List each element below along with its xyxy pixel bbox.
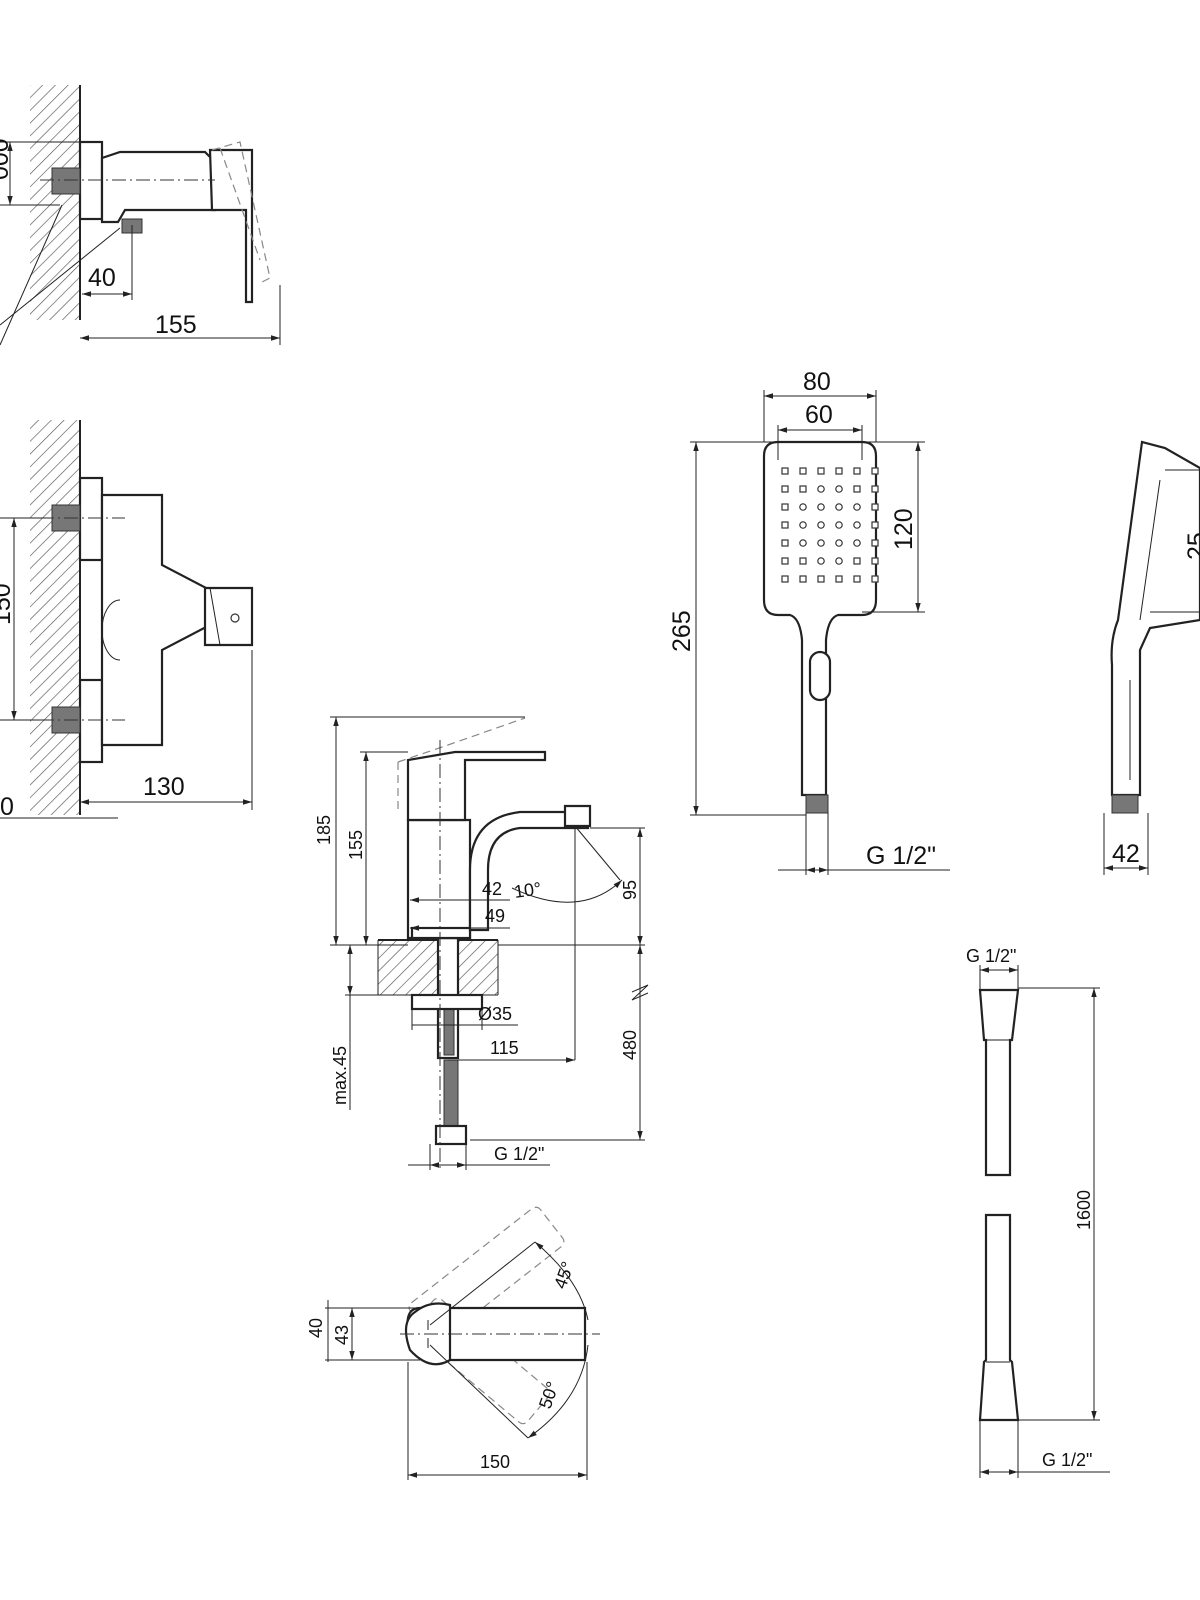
- spray-nozzle: [799, 521, 807, 529]
- dim-hose-thread-bottom: G 1/2": [1042, 1450, 1092, 1470]
- spray-nozzle: [781, 467, 789, 475]
- dim-shower-top-cut: 000: [0, 138, 14, 180]
- shower-hose-view: G 1/2" 1600 G 1/2": [966, 946, 1110, 1478]
- dim-hand-265: 265: [668, 610, 696, 652]
- dim-basin-42: 42: [482, 879, 502, 899]
- dim-hose-1600: 1600: [1074, 1190, 1094, 1230]
- dim-top-angle-45: 45°: [550, 1259, 578, 1291]
- dim-top-cut: 40: [306, 1318, 326, 1338]
- dim-shower-spacing-cut: 150: [0, 583, 16, 625]
- spray-nozzle: [781, 575, 789, 583]
- spray-nozzle: [817, 521, 825, 529]
- dim-basin-115: 115: [490, 1038, 519, 1058]
- spray-nozzle: [853, 467, 861, 475]
- dim-top-angle-50: 50°: [535, 1379, 563, 1411]
- spray-nozzle: [835, 503, 843, 511]
- spray-nozzle: [799, 503, 807, 511]
- spray-nozzle: [799, 467, 807, 475]
- spray-nozzle: [799, 485, 807, 493]
- dim-hand-80: 80: [803, 368, 831, 396]
- spray-nozzle: [853, 539, 861, 547]
- wall-hatch-top: [30, 85, 80, 320]
- dim-basin-d35: Ø35: [478, 1004, 512, 1024]
- dim-basin-480: 480: [620, 1030, 640, 1060]
- spray-nozzle: [817, 485, 825, 493]
- basin-mixer-side-view: 185 155 42 10° 49 95 Ø35 115 480: [314, 716, 649, 1170]
- spray-nozzle: [853, 575, 861, 583]
- spray-nozzle: [781, 485, 789, 493]
- dim-side-cut: 25: [1183, 532, 1200, 560]
- spray-nozzle: [871, 503, 879, 511]
- shower-mixer-front-view: 150 130 0: [0, 420, 254, 821]
- spray-nozzle: [871, 467, 879, 475]
- spray-nozzle: [853, 521, 861, 529]
- spray-nozzle: [817, 503, 825, 511]
- dim-shower-front-length: 130: [143, 773, 185, 801]
- dim-basin-total-height: 185: [314, 815, 334, 845]
- dim-basin-49: 49: [485, 906, 505, 926]
- spray-nozzle: [817, 539, 825, 547]
- spray-nozzle: [781, 557, 789, 565]
- spray-nozzle: [781, 539, 789, 547]
- spray-nozzle: [853, 557, 861, 565]
- spray-nozzle: [817, 557, 825, 565]
- spray-nozzle: [799, 539, 807, 547]
- dim-hand-60: 60: [805, 401, 833, 429]
- hand-shower-front-view: 80 60 120 265 G 1/2": [668, 368, 950, 875]
- hand-shower-side-view: 42 25: [1103, 440, 1200, 875]
- dim-basin-body-height: 155: [346, 830, 366, 860]
- dim-basin-thread: G 1/2": [494, 1144, 544, 1164]
- dim-side-42: 42: [1112, 840, 1140, 868]
- dim-basin-max45: max.45: [330, 1046, 350, 1105]
- spray-nozzle-grid: [781, 467, 879, 583]
- spray-nozzle: [853, 503, 861, 511]
- spray-nozzle: [799, 557, 807, 565]
- dim-shower-depth: 40: [88, 264, 116, 292]
- dim-top-43: 43: [332, 1325, 352, 1345]
- spray-nozzle: [781, 503, 789, 511]
- dim-top-150: 150: [480, 1452, 510, 1472]
- spray-nozzle: [835, 521, 843, 529]
- shower-mixer-side-view: 000 40 155: [0, 85, 281, 346]
- dim-basin-angle-10: 10°: [513, 878, 543, 902]
- basin-mixer-top-view: 43 40 45° 50° 150: [306, 1206, 600, 1480]
- spray-nozzle: [835, 575, 843, 583]
- spray-nozzle: [871, 485, 879, 493]
- dim-shower-edge-cut: 0: [0, 793, 14, 821]
- spray-nozzle: [781, 521, 789, 529]
- spray-nozzle: [799, 575, 807, 583]
- spray-nozzle: [871, 575, 879, 583]
- spray-nozzle: [871, 539, 879, 547]
- spray-nozzle: [871, 521, 879, 529]
- spray-nozzle: [817, 575, 825, 583]
- spray-nozzle: [835, 467, 843, 475]
- spray-nozzle: [835, 485, 843, 493]
- spray-nozzle: [871, 557, 879, 565]
- dim-hose-thread-top: G 1/2": [966, 946, 1016, 966]
- dim-hand-thread: G 1/2": [866, 842, 936, 870]
- spray-nozzle: [835, 539, 843, 547]
- dim-hand-120: 120: [890, 508, 918, 550]
- wall-hatch-bottom: [30, 420, 80, 815]
- spray-nozzle: [817, 467, 825, 475]
- dim-shower-length: 155: [155, 311, 197, 339]
- dim-basin-95: 95: [620, 880, 640, 900]
- spray-nozzle: [853, 485, 861, 493]
- spray-nozzle: [835, 557, 843, 565]
